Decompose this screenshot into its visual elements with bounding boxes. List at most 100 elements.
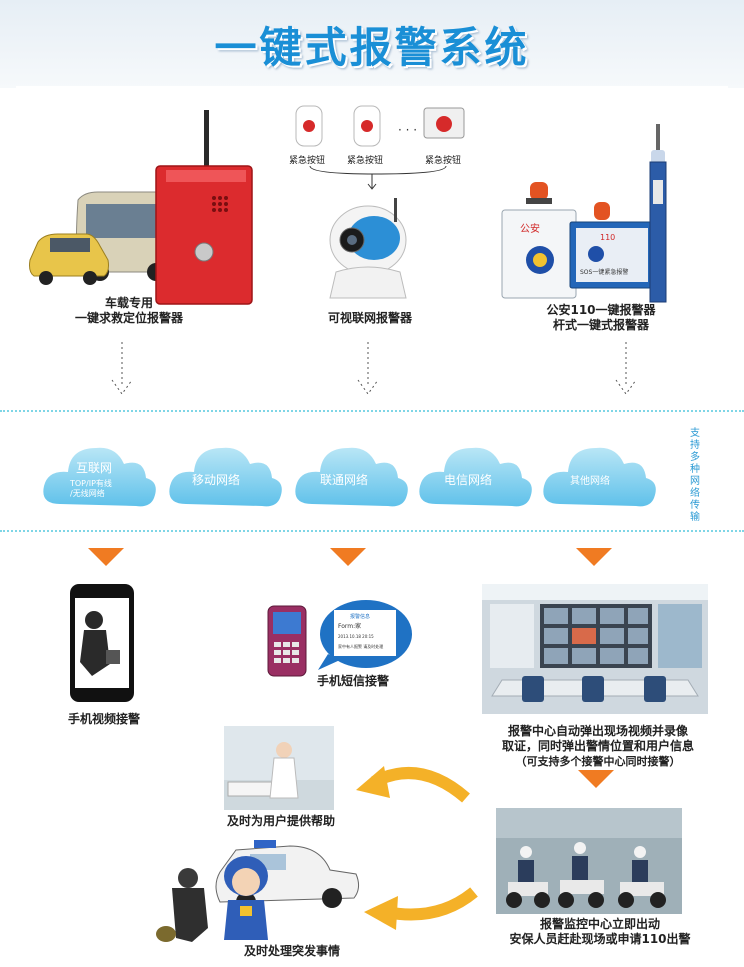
police-alarm-illustration: 公安 110 SOS一键紧急报警 — [501, 124, 667, 303]
pole-antenna — [656, 124, 660, 160]
beacon-base — [526, 198, 552, 204]
chair — [522, 676, 544, 702]
divider-bottom — [0, 530, 744, 532]
car-wheel — [322, 888, 342, 908]
alert-screen — [572, 628, 596, 644]
emergency-buttons: · · · — [295, 105, 465, 147]
police-mascot-face — [232, 868, 260, 896]
help-label: 及时为用户提供帮助 — [226, 814, 335, 828]
monitoring-center-illustration — [482, 584, 708, 714]
taxi-wheel — [39, 271, 53, 285]
box-text-110: 110 — [600, 233, 615, 242]
orange-arrow-icon — [576, 548, 612, 566]
antenna — [204, 110, 209, 170]
police-mascot-body — [224, 900, 268, 940]
dispatch-line2: 安保人员赶赴现场或申请110出警 — [509, 932, 691, 946]
hospital-illustration — [224, 726, 334, 810]
center-line1: 报警中心自动弹出现场视频并录像 — [507, 724, 688, 738]
vehicle-label: 车载专用 一键求救定位报警器 — [34, 296, 224, 326]
cloud-internet: 互联网 TOP/IP有线 /无线网络 — [43, 447, 156, 507]
vehicle-label-line2: 一键求救定位报警器 — [74, 311, 183, 325]
network-clouds: 互联网 TOP/IP有线 /无线网络 移动网络 联通网络 电信网络 其他网络 — [43, 447, 656, 507]
orange-arrow-icon — [578, 770, 614, 788]
police-emblem-center — [533, 253, 547, 267]
room-ceiling — [482, 584, 708, 600]
button-label-1: 紧急按钮 — [288, 156, 325, 166]
dotted-arrow-icon — [357, 342, 379, 395]
police-label-line1: 公安110一键报警器 — [546, 303, 656, 317]
cloud-other: 其他网络 — [543, 447, 656, 507]
cloud-label-internet: 互联网 — [76, 461, 112, 475]
beacon-light — [530, 182, 548, 200]
dispatch-label: 报警监控中心立即出动 安保人员赶赴现场或申请110出警 — [480, 917, 720, 947]
box-panel — [576, 228, 648, 282]
cloud-label-other: 其他网络 — [570, 474, 610, 487]
red-dot — [303, 120, 315, 132]
sos-button-icon — [194, 242, 214, 262]
trees — [496, 808, 682, 838]
police-label-line2: 杆式一键式报警器 — [552, 318, 649, 332]
button-label-3: 紧急按钮 — [424, 156, 461, 166]
red-dot — [361, 120, 373, 132]
red-dot — [436, 116, 452, 132]
nurse-head — [276, 742, 292, 758]
pole-light — [651, 150, 665, 164]
phone-video-label: 手机视频接警 — [67, 712, 140, 726]
pole-panel — [653, 180, 663, 204]
cloud-label-telecom: 电信网络 — [444, 472, 492, 487]
sms-label: 手机短信接警 — [316, 674, 389, 688]
network-camera-icon — [329, 198, 407, 299]
taxi-wheel — [83, 271, 97, 285]
button-label-2: 紧急按钮 — [346, 156, 383, 166]
orange-arrow-icon — [88, 548, 124, 566]
thief-bag — [106, 650, 120, 664]
bracket-connector — [309, 165, 447, 190]
police-badge-icon — [240, 906, 252, 916]
nurse-body — [269, 757, 299, 799]
chair — [644, 676, 666, 702]
police-car-cartoon — [156, 840, 360, 942]
money-bag-icon — [156, 926, 176, 942]
center-description: 报警中心自动弹出现场视频并录像 取证，同时弹出警情位置和用户信息 （可支持多个接… — [478, 724, 718, 769]
sms-text-3: 2013.10.18 20:15 — [338, 634, 374, 639]
cloud-label-unicom: 联通网络 — [320, 472, 368, 487]
ellipsis: · · · — [398, 123, 417, 137]
sms-bubble-tail — [318, 654, 340, 670]
chair — [582, 676, 604, 702]
camera-face — [348, 216, 400, 260]
center-line2: 取证，同时弹出警情位置和用户信息 — [501, 739, 694, 753]
network-side-note: 支持多种网络传输 — [690, 428, 700, 523]
box-text: 公安 — [520, 222, 540, 235]
police-label: 公安110一键报警器 杆式一键式报警器 — [516, 303, 686, 333]
dotted-arrow-icon — [615, 342, 637, 395]
emergency-label: 及时处理突发事情 — [243, 944, 340, 958]
camera-lens-inner — [347, 235, 357, 245]
thief-head-icon — [85, 611, 103, 629]
vehicle-label-line1: 车载专用 — [104, 296, 153, 310]
thief-body — [172, 888, 208, 942]
side-wall — [490, 604, 534, 668]
header-band — [0, 0, 744, 88]
box-text-sos: SOS一键紧急报警 — [580, 268, 628, 276]
sms-paper — [334, 610, 396, 656]
sms-illustration: 报警信息 Form:家 2013.10.18 20:15 家中有人报警 请及时处… — [267, 600, 412, 677]
sms-text-4: 家中有人报警 请及时处理 — [338, 643, 383, 649]
cloud-unicom: 联通网络 — [295, 447, 408, 507]
motorcycle-officers — [506, 842, 666, 908]
dispatch-line1: 报警监控中心立即出动 — [539, 917, 660, 931]
red-alarm-box — [155, 165, 253, 305]
smartphone-icon — [70, 584, 134, 702]
cloud-sub-internet-1: TOP/IP有线 — [69, 478, 112, 488]
thief-head-icon — [178, 868, 198, 888]
center-line3: （可支持多个接警中心同时接警） — [515, 755, 681, 768]
sms-text-1: 报警信息 — [350, 613, 370, 620]
feature-phone-screen — [273, 612, 301, 634]
curved-arrow-icon — [364, 887, 478, 930]
cloud-telecom: 电信网络 — [419, 447, 532, 507]
motorcycle-police-illustration — [496, 808, 682, 914]
camera-label: 可视联网报警器 — [327, 311, 412, 325]
taxi-window — [50, 238, 90, 252]
cloud-mobile: 移动网络 — [169, 447, 282, 507]
orange-arrow-icon — [330, 548, 366, 566]
car-light-bar — [254, 840, 276, 848]
